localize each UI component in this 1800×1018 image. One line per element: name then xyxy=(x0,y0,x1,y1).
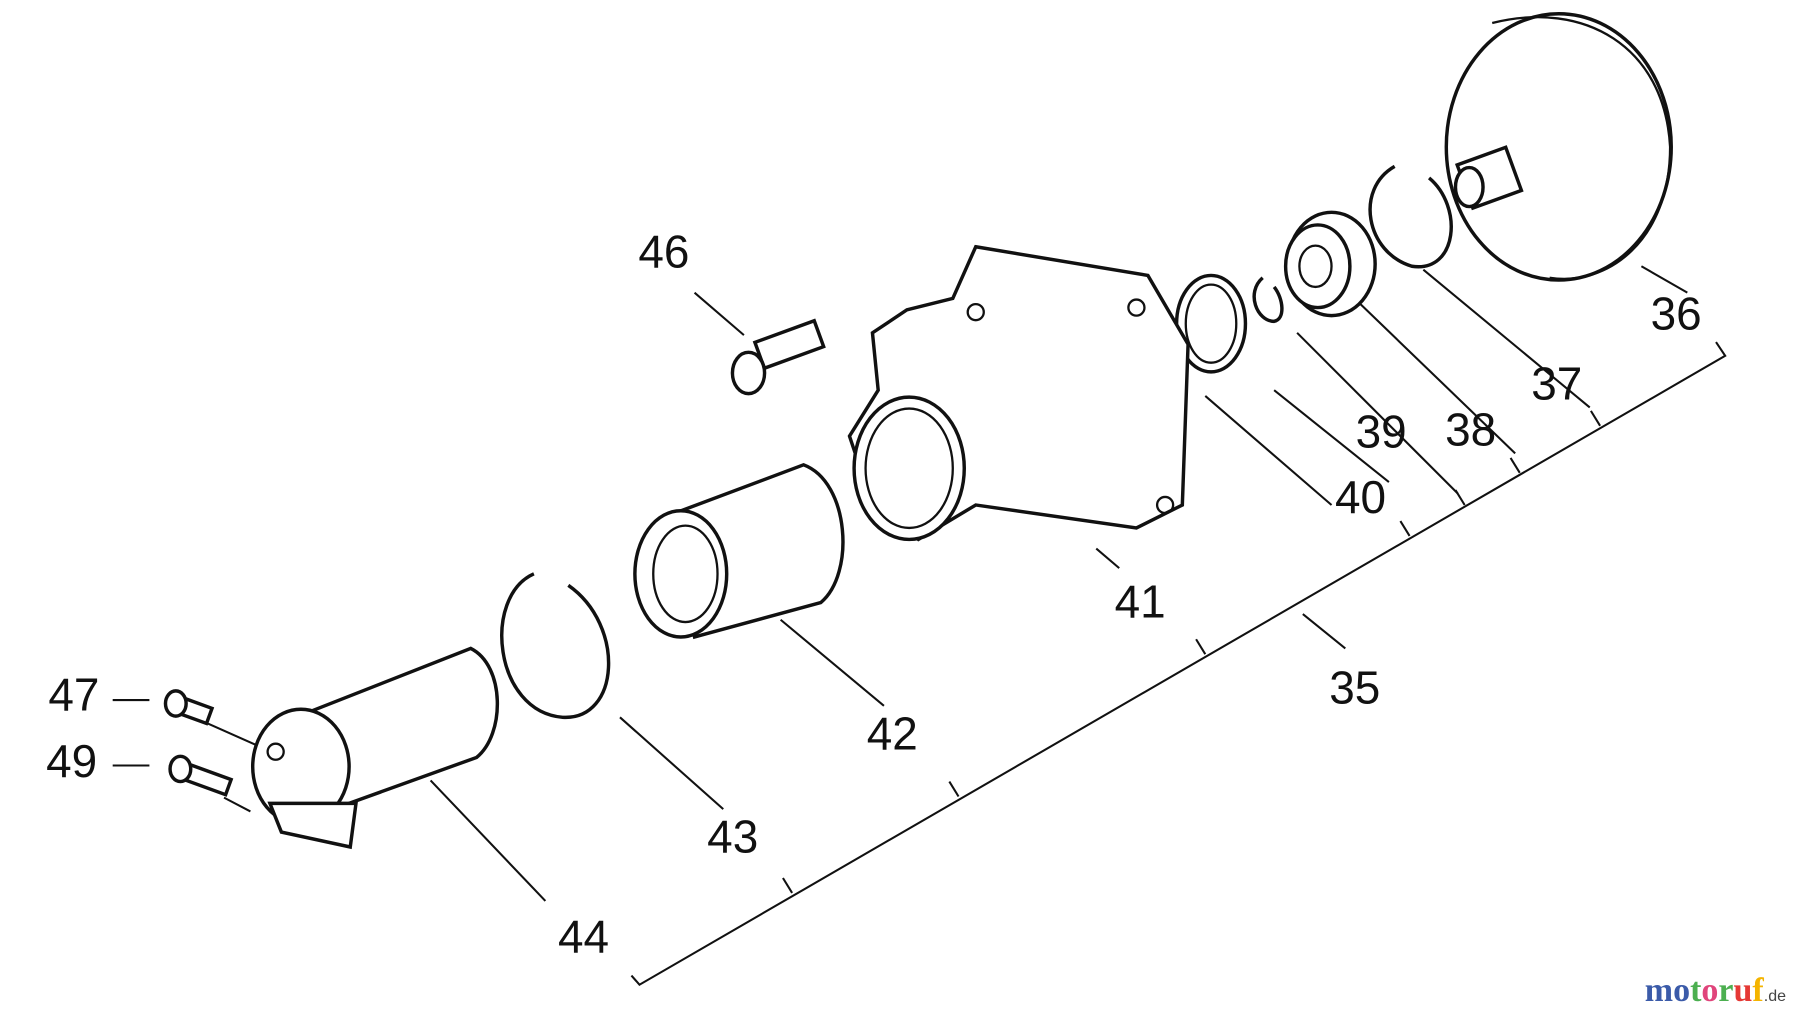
callout-41: 41 xyxy=(1115,575,1166,627)
clutch-drum-36 xyxy=(1444,12,1673,282)
screw-47 xyxy=(163,689,215,726)
clamp-sleeve-44 xyxy=(250,646,500,850)
watermark-letter: m xyxy=(1644,972,1674,1009)
callout-47: 47 xyxy=(48,668,99,720)
screw-49 xyxy=(168,754,234,797)
snap-ring-39 xyxy=(1252,276,1284,324)
leader-lines xyxy=(112,265,1688,902)
sleeve-42 xyxy=(633,462,845,640)
watermark-letter: t xyxy=(1690,972,1702,1009)
callout-36: 36 xyxy=(1651,287,1702,339)
callout-39: 39 xyxy=(1356,406,1407,458)
watermark-letter: o xyxy=(1673,972,1691,1009)
callout-40: 40 xyxy=(1335,471,1386,523)
watermark-letter: r xyxy=(1718,972,1734,1009)
circlip-37 xyxy=(1368,164,1453,269)
callout-43: 43 xyxy=(707,811,758,863)
callout-44: 44 xyxy=(558,911,609,963)
clutch-housing-41 xyxy=(847,244,1190,542)
watermark-letter: f xyxy=(1752,972,1764,1009)
callout-38: 38 xyxy=(1445,403,1496,455)
bearing-38 xyxy=(1283,210,1377,318)
retaining-ring-43 xyxy=(500,572,611,720)
callout-35: 35 xyxy=(1329,662,1380,714)
watermark-logo: motoruf.de xyxy=(1644,972,1786,1009)
assembly-bracket xyxy=(630,341,1727,987)
callout-42: 42 xyxy=(867,707,918,759)
watermark-letter: o xyxy=(1701,972,1719,1009)
callout-37: 37 xyxy=(1531,357,1582,409)
bolt-46 xyxy=(730,318,826,396)
callout-46: 46 xyxy=(638,225,689,277)
callout-49: 49 xyxy=(46,735,97,787)
watermark-letter: u xyxy=(1733,972,1753,1009)
